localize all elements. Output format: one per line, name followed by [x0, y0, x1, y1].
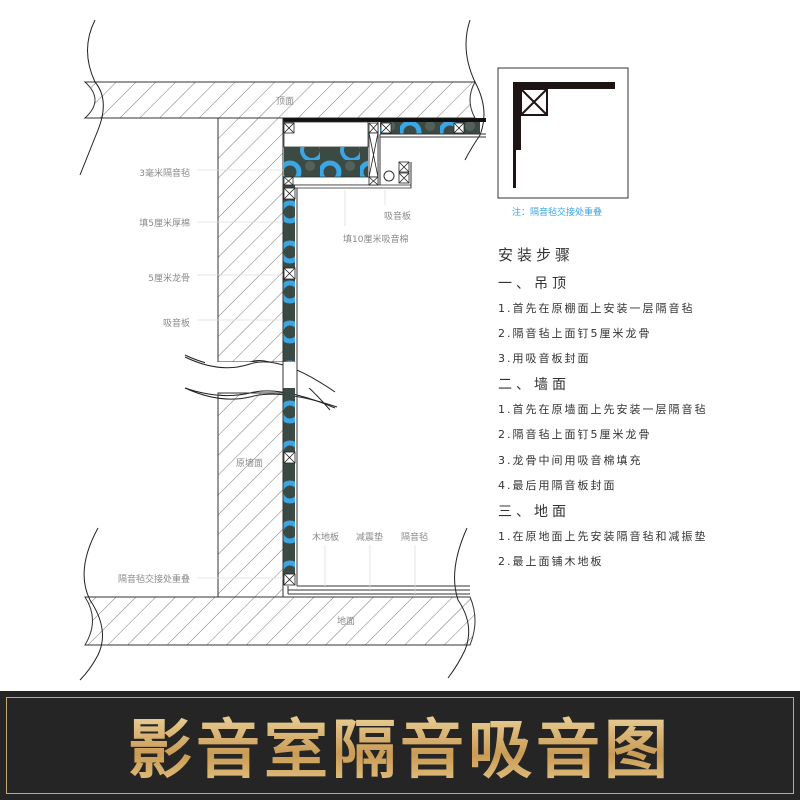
step-item: 1.首先在原墙面上先安装一层隔音毡 [498, 403, 708, 416]
label-damping-pad: 减震垫 [356, 533, 384, 543]
step-item: 1.在原地面上先安装隔音毡和减振垫 [498, 530, 708, 543]
label-original-wall: 原墙面 [236, 459, 264, 469]
floor-slab [79, 527, 476, 681]
label-absorb-board-ceiling: 吸音板 [384, 212, 412, 222]
label-absorb-board-left: 吸音板 [162, 319, 190, 329]
step-item: 1.首先在原棚面上安装一层隔音毡 [498, 302, 695, 315]
banner-title: 影音室隔音吸音图 [0, 699, 800, 791]
keel-joists [283, 122, 465, 586]
inset-note: 注：隔音毡交接处重叠 [512, 208, 603, 218]
label-overlap-left: 隔音毡交接处重叠 [117, 575, 190, 585]
label-felt-3mm: 3毫米隔音毡 [139, 169, 190, 179]
label-keel-5cm: 5厘米龙骨 [148, 274, 190, 284]
label-ceiling: 顶面 [276, 97, 295, 107]
label-cotton-10cm: 填10厘米吸音棉 [343, 235, 409, 245]
label-floor: 地面 [337, 617, 356, 627]
cross-section-drawing [79, 19, 629, 681]
step-item: 3.龙骨中间用吸音棉填充 [498, 454, 643, 467]
floor-layers [287, 585, 470, 595]
overlap-inset [497, 67, 629, 199]
step-item: 2.隔音毡上面钉5厘米龙骨 [498, 327, 652, 340]
wall-lower [217, 392, 284, 598]
section-heading: 一、吊顶 [498, 276, 570, 292]
steps-title: 安装步骤 [498, 246, 575, 264]
banner-frame [6, 697, 794, 794]
title-banner: 影音室隔音吸音图 [0, 691, 800, 800]
section-heading: 二、墙面 [498, 377, 570, 393]
wall-upper [217, 117, 284, 363]
label-cotton-5cm: 填5厘米厚棉 [139, 219, 190, 229]
section-heading: 三、地面 [498, 504, 570, 520]
step-item: 2.最上面铺木地板 [498, 555, 604, 568]
leader-lines [197, 169, 416, 594]
label-felt-floor: 隔音毡 [401, 533, 429, 543]
step-item: 3.用吸音板封面 [498, 352, 591, 365]
step-item: 2.隔音毡上面钉5厘米龙骨 [498, 428, 652, 441]
label-wood-floor: 木地板 [312, 533, 340, 543]
step-item: 4.最后用隔音板封面 [498, 479, 617, 492]
